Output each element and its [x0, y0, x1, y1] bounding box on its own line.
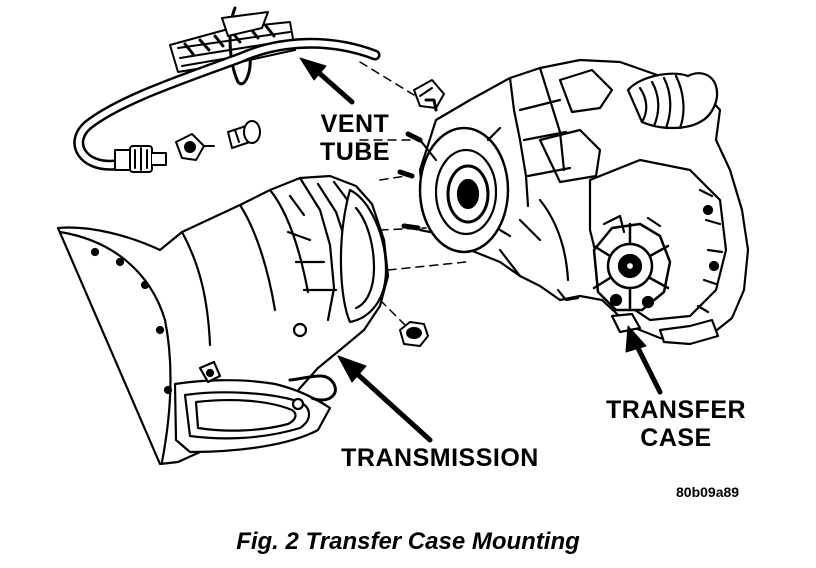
callout-arrows	[299, 57, 663, 443]
transfer-case-arrow	[633, 341, 663, 395]
transfer-case-label-line1: TRANSFER	[605, 396, 747, 424]
vent-clip	[413, 79, 445, 112]
mounting-nut	[399, 321, 429, 347]
vent-tube-label-line1: VENT	[320, 110, 390, 138]
transfer-case	[397, 58, 750, 346]
rear-output-flange	[592, 214, 672, 312]
vent-tube-label-line2: TUBE	[319, 138, 391, 166]
vent-tube	[73, 37, 381, 171]
transfer-case-label-line2: CASE	[640, 424, 712, 452]
transmission-arrowhead	[337, 355, 367, 383]
transmission	[56, 174, 390, 466]
vent-tube-harness	[169, 6, 296, 86]
vent-fitting-elbow	[175, 133, 215, 161]
transmission-label: TRANSMISSION	[341, 444, 539, 472]
vent-tube-arrowhead	[299, 57, 327, 81]
figure-caption: Fig. 2 Transfer Case Mounting	[236, 528, 580, 555]
transfer-case-label: TRANSFER CASE	[576, 396, 776, 452]
transmission-arrow	[352, 369, 433, 443]
transfer-case-arrowhead	[625, 325, 647, 353]
vent-tube-label: VENT TUBE	[300, 110, 410, 166]
vent-fitting-connector	[114, 145, 167, 173]
vent-tube-arrow	[315, 69, 355, 105]
vent-fitting-cap	[227, 120, 261, 149]
figure-id: 80b09a89	[676, 484, 740, 500]
